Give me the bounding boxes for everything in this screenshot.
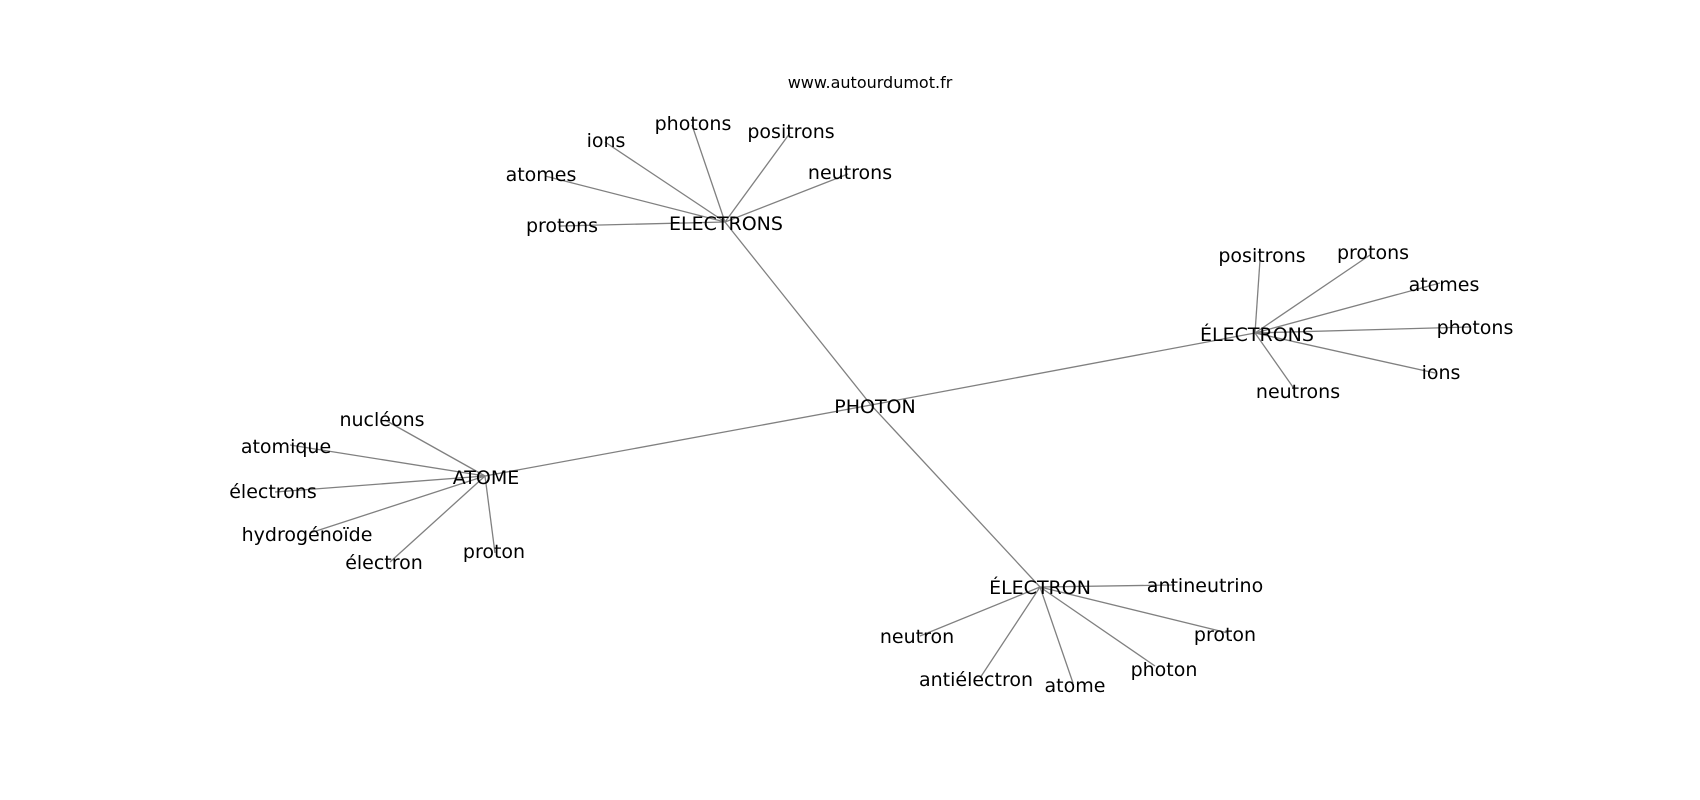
edge-hub3-word1 (919, 586, 1041, 637)
edge-hub0-word2 (724, 132, 791, 223)
edge-hub3-word4 (979, 586, 1041, 679)
word-label[interactable]: photons (1437, 317, 1514, 339)
word-label[interactable]: photons (655, 113, 732, 135)
word-label[interactable]: atome (1045, 675, 1106, 697)
edge-hub1-word5 (1254, 332, 1296, 391)
word-label[interactable]: protons (1337, 242, 1409, 264)
word-label[interactable]: antiélectron (919, 669, 1033, 691)
word-label[interactable]: photon (1131, 659, 1198, 681)
edge-hub0-word4 (724, 173, 849, 223)
word-label[interactable]: atomes (1409, 274, 1480, 296)
word-label[interactable]: électron (345, 552, 423, 574)
word-label[interactable]: nucléons (339, 409, 424, 431)
word-label[interactable]: positrons (747, 121, 834, 143)
edge-hub2-word0 (384, 419, 486, 477)
word-label[interactable]: antineutrino (1147, 575, 1263, 597)
edge-center-hub-2 (484, 404, 872, 477)
word-label[interactable]: proton (463, 541, 525, 563)
word-label[interactable]: électrons (229, 481, 317, 503)
edge-center-hub-3 (870, 404, 1041, 588)
edge-hub1-word2 (1254, 282, 1441, 334)
edge-hub1-word3 (1254, 326, 1471, 334)
edge-hub2-word2 (274, 475, 486, 493)
edge-hub2-word1 (289, 444, 486, 477)
hub-label[interactable]: ATOME (453, 467, 519, 489)
edge-hub0-word0 (691, 124, 726, 223)
center-label[interactable]: PHOTON (834, 396, 915, 418)
edge-hub3-word0 (1039, 584, 1176, 588)
word-label[interactable]: neutrons (808, 162, 892, 184)
edge-hub0-word3 (544, 175, 726, 223)
edge-hub3-word5 (1039, 586, 1074, 684)
edge-hub2-word3 (309, 475, 486, 534)
edge-hub0-word1 (604, 141, 726, 223)
hub-label[interactable]: ÉLECTRONS (1200, 323, 1314, 346)
edge-hub1-word1 (1254, 254, 1371, 334)
edge-hub0-word5 (559, 221, 726, 227)
edge-center-hub-1 (870, 332, 1256, 406)
edge-hub1-word4 (1254, 332, 1436, 374)
edge-hub2-word5 (484, 475, 496, 554)
word-label[interactable]: positrons (1218, 245, 1305, 267)
word-label[interactable]: atomique (241, 436, 331, 458)
site-watermark: www.autourdumot.fr (788, 73, 953, 92)
word-label[interactable]: hydrogénoïde (242, 524, 373, 546)
edge-hub3-word3 (1039, 586, 1156, 667)
edge-hub1-word0 (1254, 259, 1261, 334)
word-label[interactable]: neutrons (1256, 381, 1340, 403)
word-label[interactable]: ions (1422, 362, 1461, 384)
word-label[interactable]: ions (587, 130, 626, 152)
word-label[interactable]: protons (526, 215, 598, 237)
word-label[interactable]: neutron (880, 626, 954, 648)
hub-label[interactable]: ÉLECTRON (989, 576, 1091, 599)
edge-hub3-word2 (1039, 586, 1229, 634)
edge-hub2-word4 (389, 475, 486, 563)
edge-center-hub-0 (724, 221, 872, 406)
word-label[interactable]: proton (1194, 624, 1256, 646)
word-label[interactable]: atomes (506, 164, 577, 186)
hub-label[interactable]: ELECTRONS (669, 213, 783, 235)
